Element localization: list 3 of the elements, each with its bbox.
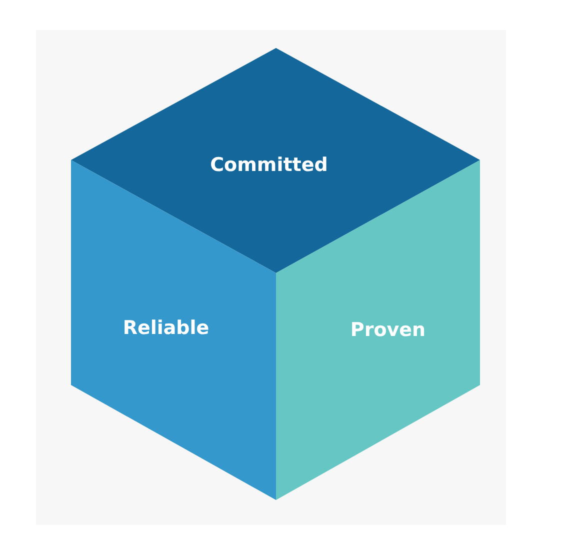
face-label: Committed: [210, 154, 328, 176]
face-label: Proven: [350, 319, 426, 341]
face-label: Reliable: [122, 317, 210, 339]
